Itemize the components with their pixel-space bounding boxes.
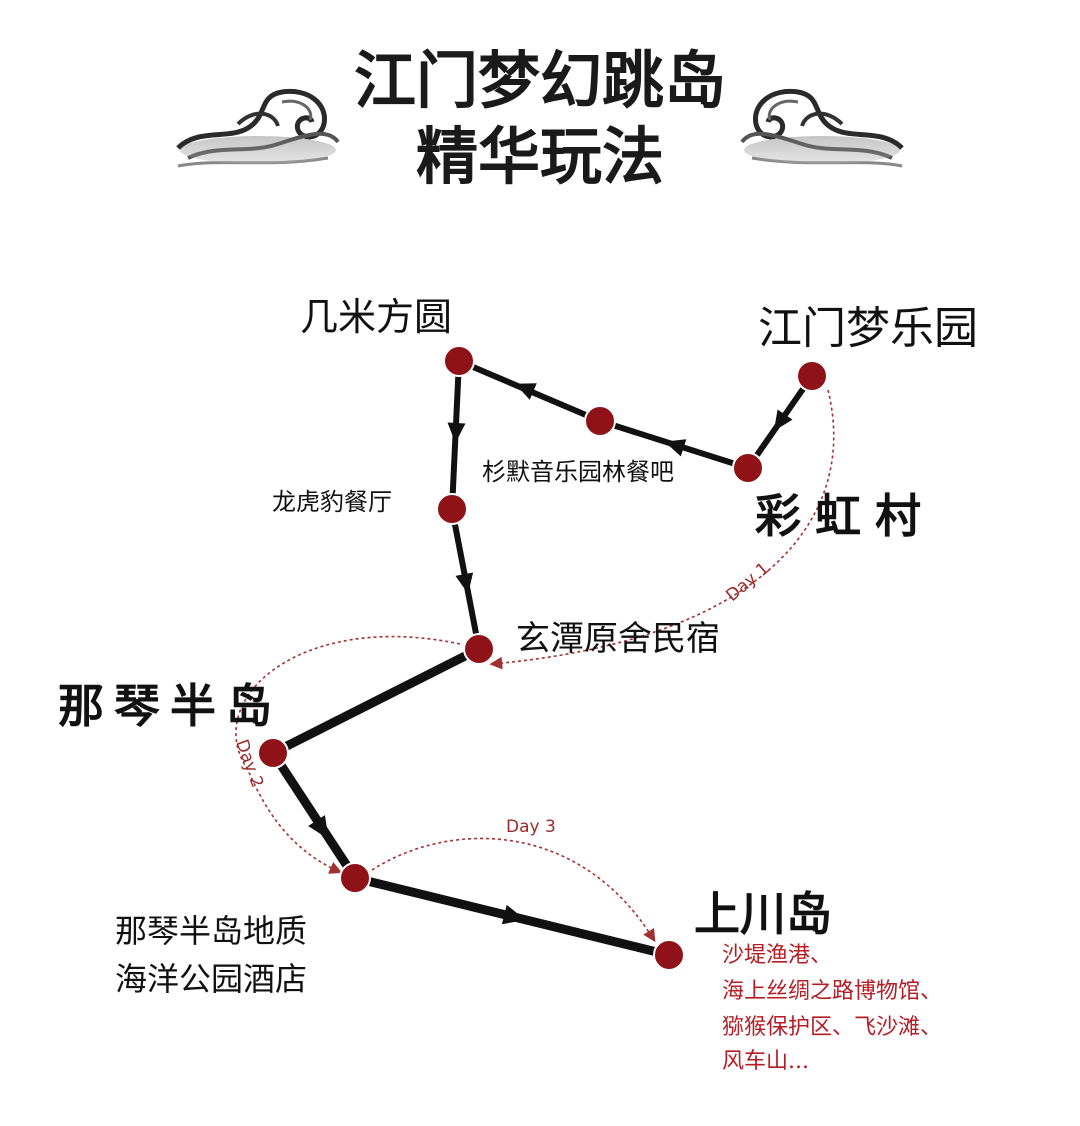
route-arrow-icon (447, 422, 466, 443)
route-arrow-icon (455, 572, 474, 594)
right-wave-ornament-icon (740, 88, 904, 168)
node-naqin[interactable] (257, 737, 289, 769)
node-longhu[interactable] (436, 493, 468, 525)
label-naqin: 那琴半岛 (58, 679, 282, 733)
label-rainbow-village: 彩虹村 (755, 489, 935, 543)
route-arrow-icon (501, 904, 526, 925)
node-shangchuan[interactable] (653, 939, 685, 971)
label-hotel-line1: 那琴半岛地质 (115, 912, 307, 950)
title-line-2: 精华玩法 (416, 120, 664, 193)
left-wave-ornament-icon (176, 88, 340, 168)
label-shanmo: 杉默音乐园林餐吧 (482, 458, 674, 486)
label-shangchuan: 上川岛 (694, 887, 832, 941)
route-arrow-icon (664, 439, 687, 457)
route-arrow-icon (308, 815, 329, 840)
route-arrow-icon (514, 383, 537, 400)
attraction-line: 海上丝绸之路博物馆、 (722, 979, 942, 1004)
node-xuantan[interactable] (463, 633, 495, 665)
label-longhu: 龙虎豹餐厅 (272, 488, 392, 516)
attraction-line: 猕猴保护区、飞沙滩、 (722, 1015, 942, 1040)
label-hotel-line2: 海洋公园酒店 (115, 960, 307, 998)
title-line-1: 江门梦幻跳岛 (354, 44, 726, 117)
route-arrows (308, 383, 793, 925)
route-nodes (257, 345, 828, 971)
node-shanmo[interactable] (584, 405, 616, 437)
day1-label: Day 1 (722, 559, 773, 606)
label-dreamland: 江门梦乐园 (758, 303, 978, 354)
attraction-line: 沙堤渔港、 (722, 943, 832, 968)
day2-path (235, 635, 461, 874)
label-jimi: 几米方圆 (300, 295, 452, 339)
day3-path (371, 837, 656, 943)
node-rainbow-village[interactable] (732, 452, 764, 484)
day3-label: Day 3 (506, 817, 556, 837)
node-jimi[interactable] (443, 345, 475, 377)
attraction-line: 风车山... (722, 1049, 809, 1074)
route-segment (268, 644, 484, 758)
route-arrow-icon (773, 409, 793, 432)
node-dreamland[interactable] (796, 360, 828, 392)
node-hotel[interactable] (339, 862, 371, 894)
label-xuantan: 玄潭原舍民宿 (516, 619, 720, 659)
route-segment (268, 748, 360, 883)
